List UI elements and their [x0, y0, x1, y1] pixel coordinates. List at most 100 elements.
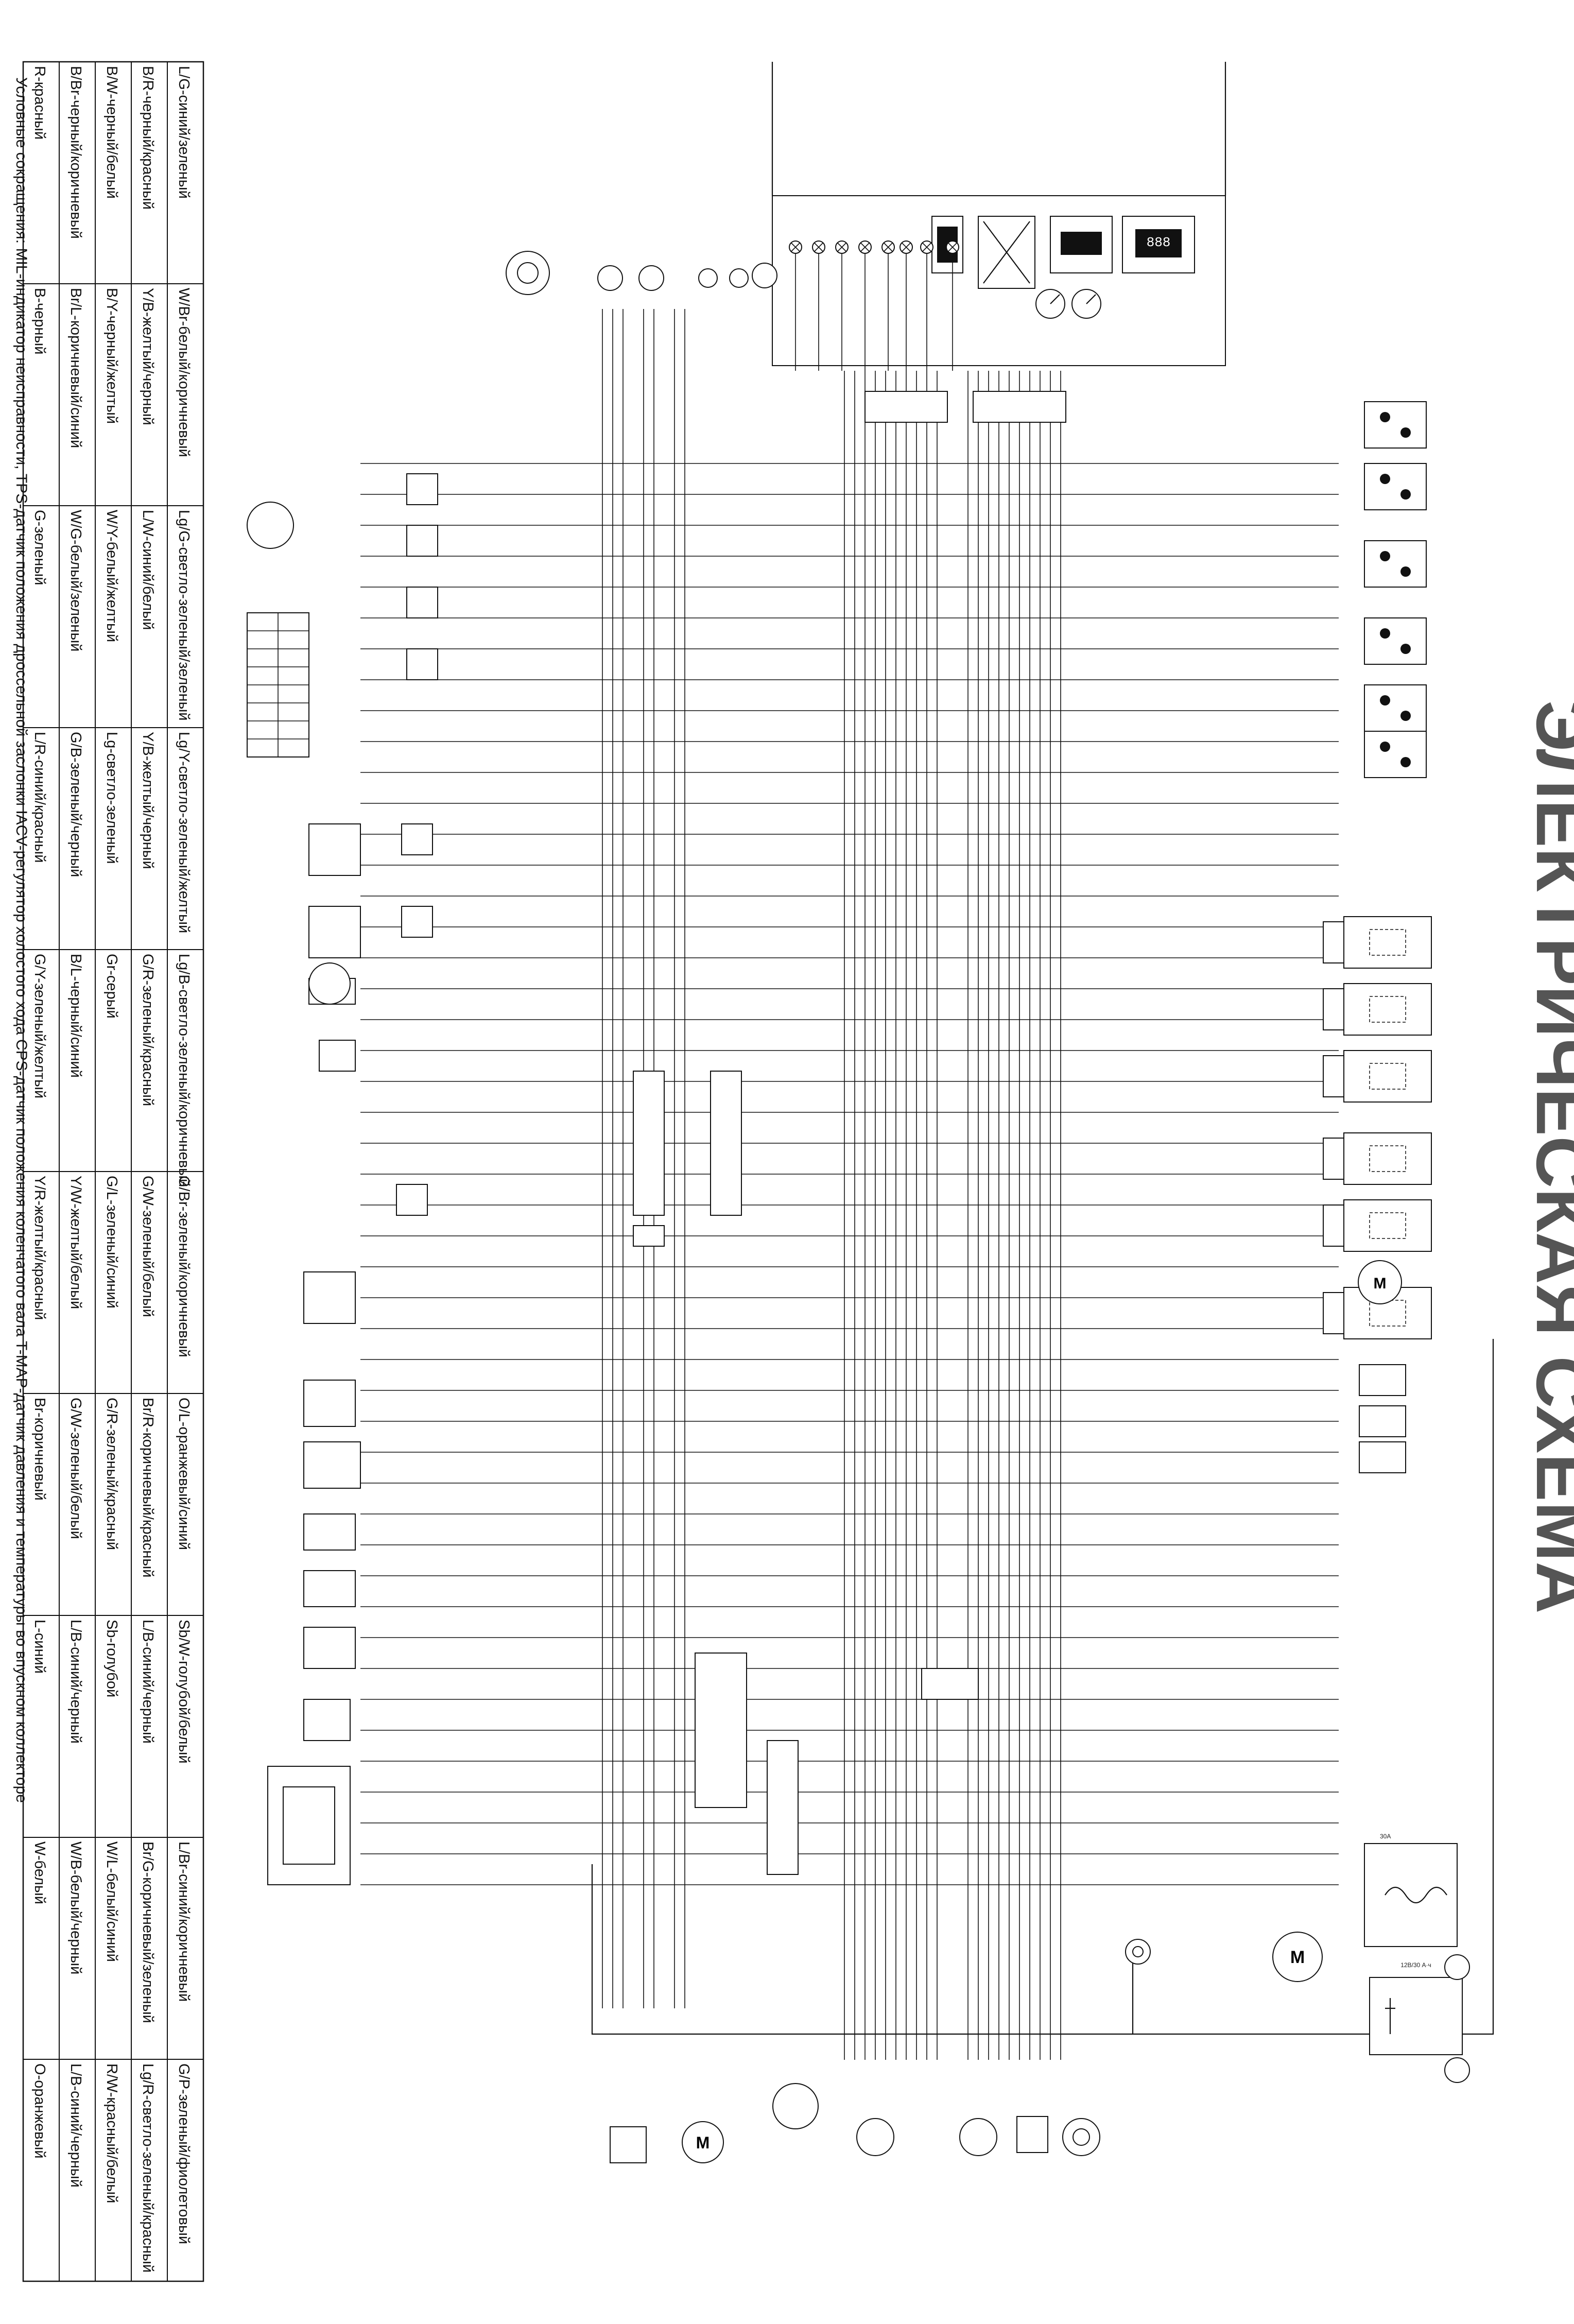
relay-box	[1343, 916, 1432, 969]
svg-text:888: 888	[1147, 235, 1171, 250]
color-code-cell: G/Br-зеленый/коричневый	[176, 1176, 192, 1357]
color-code-cell: Y/B-желтый/черный	[140, 288, 156, 425]
sensor-box	[303, 1441, 361, 1489]
color-code-cell: Br-коричневый	[31, 1398, 48, 1501]
color-code-cell: B/R-черный/красный	[140, 66, 156, 210]
title-group: ЭЛЕКТРИЧЕСКАЯ СХЕМА	[1521, 700, 1574, 1614]
eps-motor-icon	[682, 2121, 724, 2163]
headlights	[506, 251, 777, 295]
wire-harness	[360, 309, 1494, 2060]
color-code-cell: Y/B-желтый/черный	[140, 732, 156, 869]
color-code-cell: Br/G-коричневый/зеленый	[140, 1841, 156, 2023]
color-code-cell: B/W-черный/белый	[103, 66, 120, 199]
color-code-cell: W/Y-белый/желтый	[103, 510, 120, 642]
abbreviations-group: Условные сокращения: MIL-индикатор неисп…	[13, 77, 30, 1803]
color-code-cell: W/G-белый/зеленый	[67, 510, 84, 651]
torque-sensor-icon	[610, 2126, 647, 2163]
color-code-cell: B-черный	[31, 288, 48, 354]
sensor-column	[247, 473, 438, 1741]
abbreviations-note: Условные сокращения: MIL-индикатор неисп…	[13, 77, 30, 1803]
battery-terminal-icon	[1444, 2057, 1470, 2083]
color-code-cell: Sb-голубой	[103, 1620, 120, 1697]
switch-block	[1364, 731, 1427, 778]
color-code-cell: O-оранжевый	[31, 2063, 48, 2159]
color-code-cell: W-белый	[31, 1841, 48, 1904]
sensor-box	[303, 1380, 356, 1427]
sensor-box	[308, 906, 361, 958]
color-code-cell: B/L-черный/синий	[67, 954, 84, 1078]
starter-relay-box	[1364, 1843, 1458, 1947]
color-code-cell: G/W-зеленый/белый	[67, 1398, 84, 1539]
color-code-cell: L/R-синий/красный	[31, 732, 48, 863]
color-code-cell: R-красный	[31, 66, 48, 140]
fuel-gauge-icon	[1035, 289, 1065, 319]
color-code-cell: Sb/W-голубой/белый	[176, 1620, 192, 1764]
color-code-cell: G/P-зеленый/фиолетовый	[176, 2063, 192, 2244]
eps-control-block	[767, 1740, 799, 1875]
battery-terminal-2-icon	[1444, 1954, 1470, 1980]
color-code-cell: Br/R-коричневый/красный	[140, 1398, 156, 1577]
switch-block	[1364, 401, 1427, 449]
relay-box	[1343, 1199, 1432, 1252]
tail-light-left-icon	[856, 2118, 894, 2156]
color-code-cell: W/B-белый/черный	[67, 1841, 84, 1974]
color-code-cell: G/R-зеленый/красный	[140, 954, 156, 1106]
power-section: M 12В/30 А·ч 30А	[1125, 1833, 1470, 2083]
color-code-cell: G/B-зеленый/черный	[67, 732, 84, 877]
color-code-cell: W/Br-белый/коричневый	[176, 288, 192, 457]
tachometer	[1050, 216, 1113, 273]
speedometer: 888	[1122, 216, 1195, 273]
fan-motor-icon	[1358, 1260, 1402, 1304]
bottom-components: M	[610, 2083, 1100, 2163]
color-code-table: R-красныйB-черныйG-зеленыйL/R-синий/крас…	[22, 61, 204, 2282]
color-code-cell: Lg/R-светло-зеленый/красный	[140, 2063, 156, 2273]
color-code-cell: R/W-красный/белый	[103, 2063, 120, 2203]
color-code-cell: G/R-зеленый/красный	[103, 1398, 120, 1550]
relay-box	[1343, 1132, 1432, 1185]
relay-column	[1323, 401, 1432, 1473]
switch-block	[1364, 684, 1427, 732]
ignition-eps	[267, 1740, 799, 1885]
diagram-title: ЭЛЕКТРИЧЕСКАЯ СХЕМА	[1521, 700, 1574, 1614]
color-code-cell: Lg-светло-зеленый	[103, 732, 120, 864]
sensor-box	[303, 1513, 356, 1551]
color-code-cell: Lg/G-светло-зеленый/зеленый	[176, 510, 192, 721]
panel-indicator-lamps	[789, 240, 959, 371]
color-code-cell: Y/R-желтый/красный	[31, 1176, 48, 1320]
sensor-box	[303, 1271, 356, 1324]
temp-gauge-icon	[1071, 289, 1101, 319]
headlight-right-icon	[638, 265, 664, 291]
turn-front-right-icon	[729, 268, 749, 288]
color-code-cell: Lg/Y-светло-зеленый/желтый	[176, 732, 192, 933]
relay-box	[1343, 983, 1432, 1036]
ecu-connector	[633, 1071, 742, 1247]
color-code-cell: B/Y-черный/желтый	[103, 288, 120, 424]
color-code-cell: L/G-синий/зеленый	[176, 66, 192, 199]
color-code-cell: Br/L-коричневый/синий	[67, 288, 84, 448]
battery-spec: 12В/30 А·ч	[1400, 1961, 1431, 1969]
color-code-cell: G/L-зеленый/синий	[103, 1176, 120, 1309]
color-code-cell: L/Br-синий/коричневый	[176, 1841, 192, 2002]
svg-text:M: M	[696, 2133, 710, 2152]
color-code-cell: Lg/B-светло-зеленый/коричневый	[176, 954, 192, 1187]
color-code-cell: G/W-зеленый/белый	[140, 1176, 156, 1317]
starter-motor-icon	[1272, 1932, 1323, 1982]
switch-block	[1364, 463, 1427, 510]
color-code-cell: L-синий	[31, 1620, 48, 1674]
relay-box	[1343, 1050, 1432, 1103]
turn-front-left-icon	[698, 268, 718, 288]
sensor-box	[319, 1040, 356, 1072]
color-code-cell: Y/W-желтый/белый	[67, 1176, 84, 1309]
color-code-cell: L/W-синий/белый	[140, 510, 156, 630]
sensor-box	[303, 1699, 351, 1741]
color-code-cell: G-зеленый	[31, 510, 48, 585]
sensor-box	[308, 823, 361, 876]
color-code-cell: B/Br-черный/коричневый	[67, 66, 84, 239]
color-code-cell: W/L-белый/синий	[103, 1841, 120, 1962]
instrument-panel: 888	[771, 62, 1226, 371]
main-fuse-label: 30А	[1380, 1833, 1391, 1840]
turn-front-right-2-icon	[752, 263, 777, 288]
sensor-box	[303, 1570, 356, 1607]
svg-text:M: M	[1374, 1275, 1387, 1292]
brake-switch-icon	[1016, 2116, 1048, 2153]
